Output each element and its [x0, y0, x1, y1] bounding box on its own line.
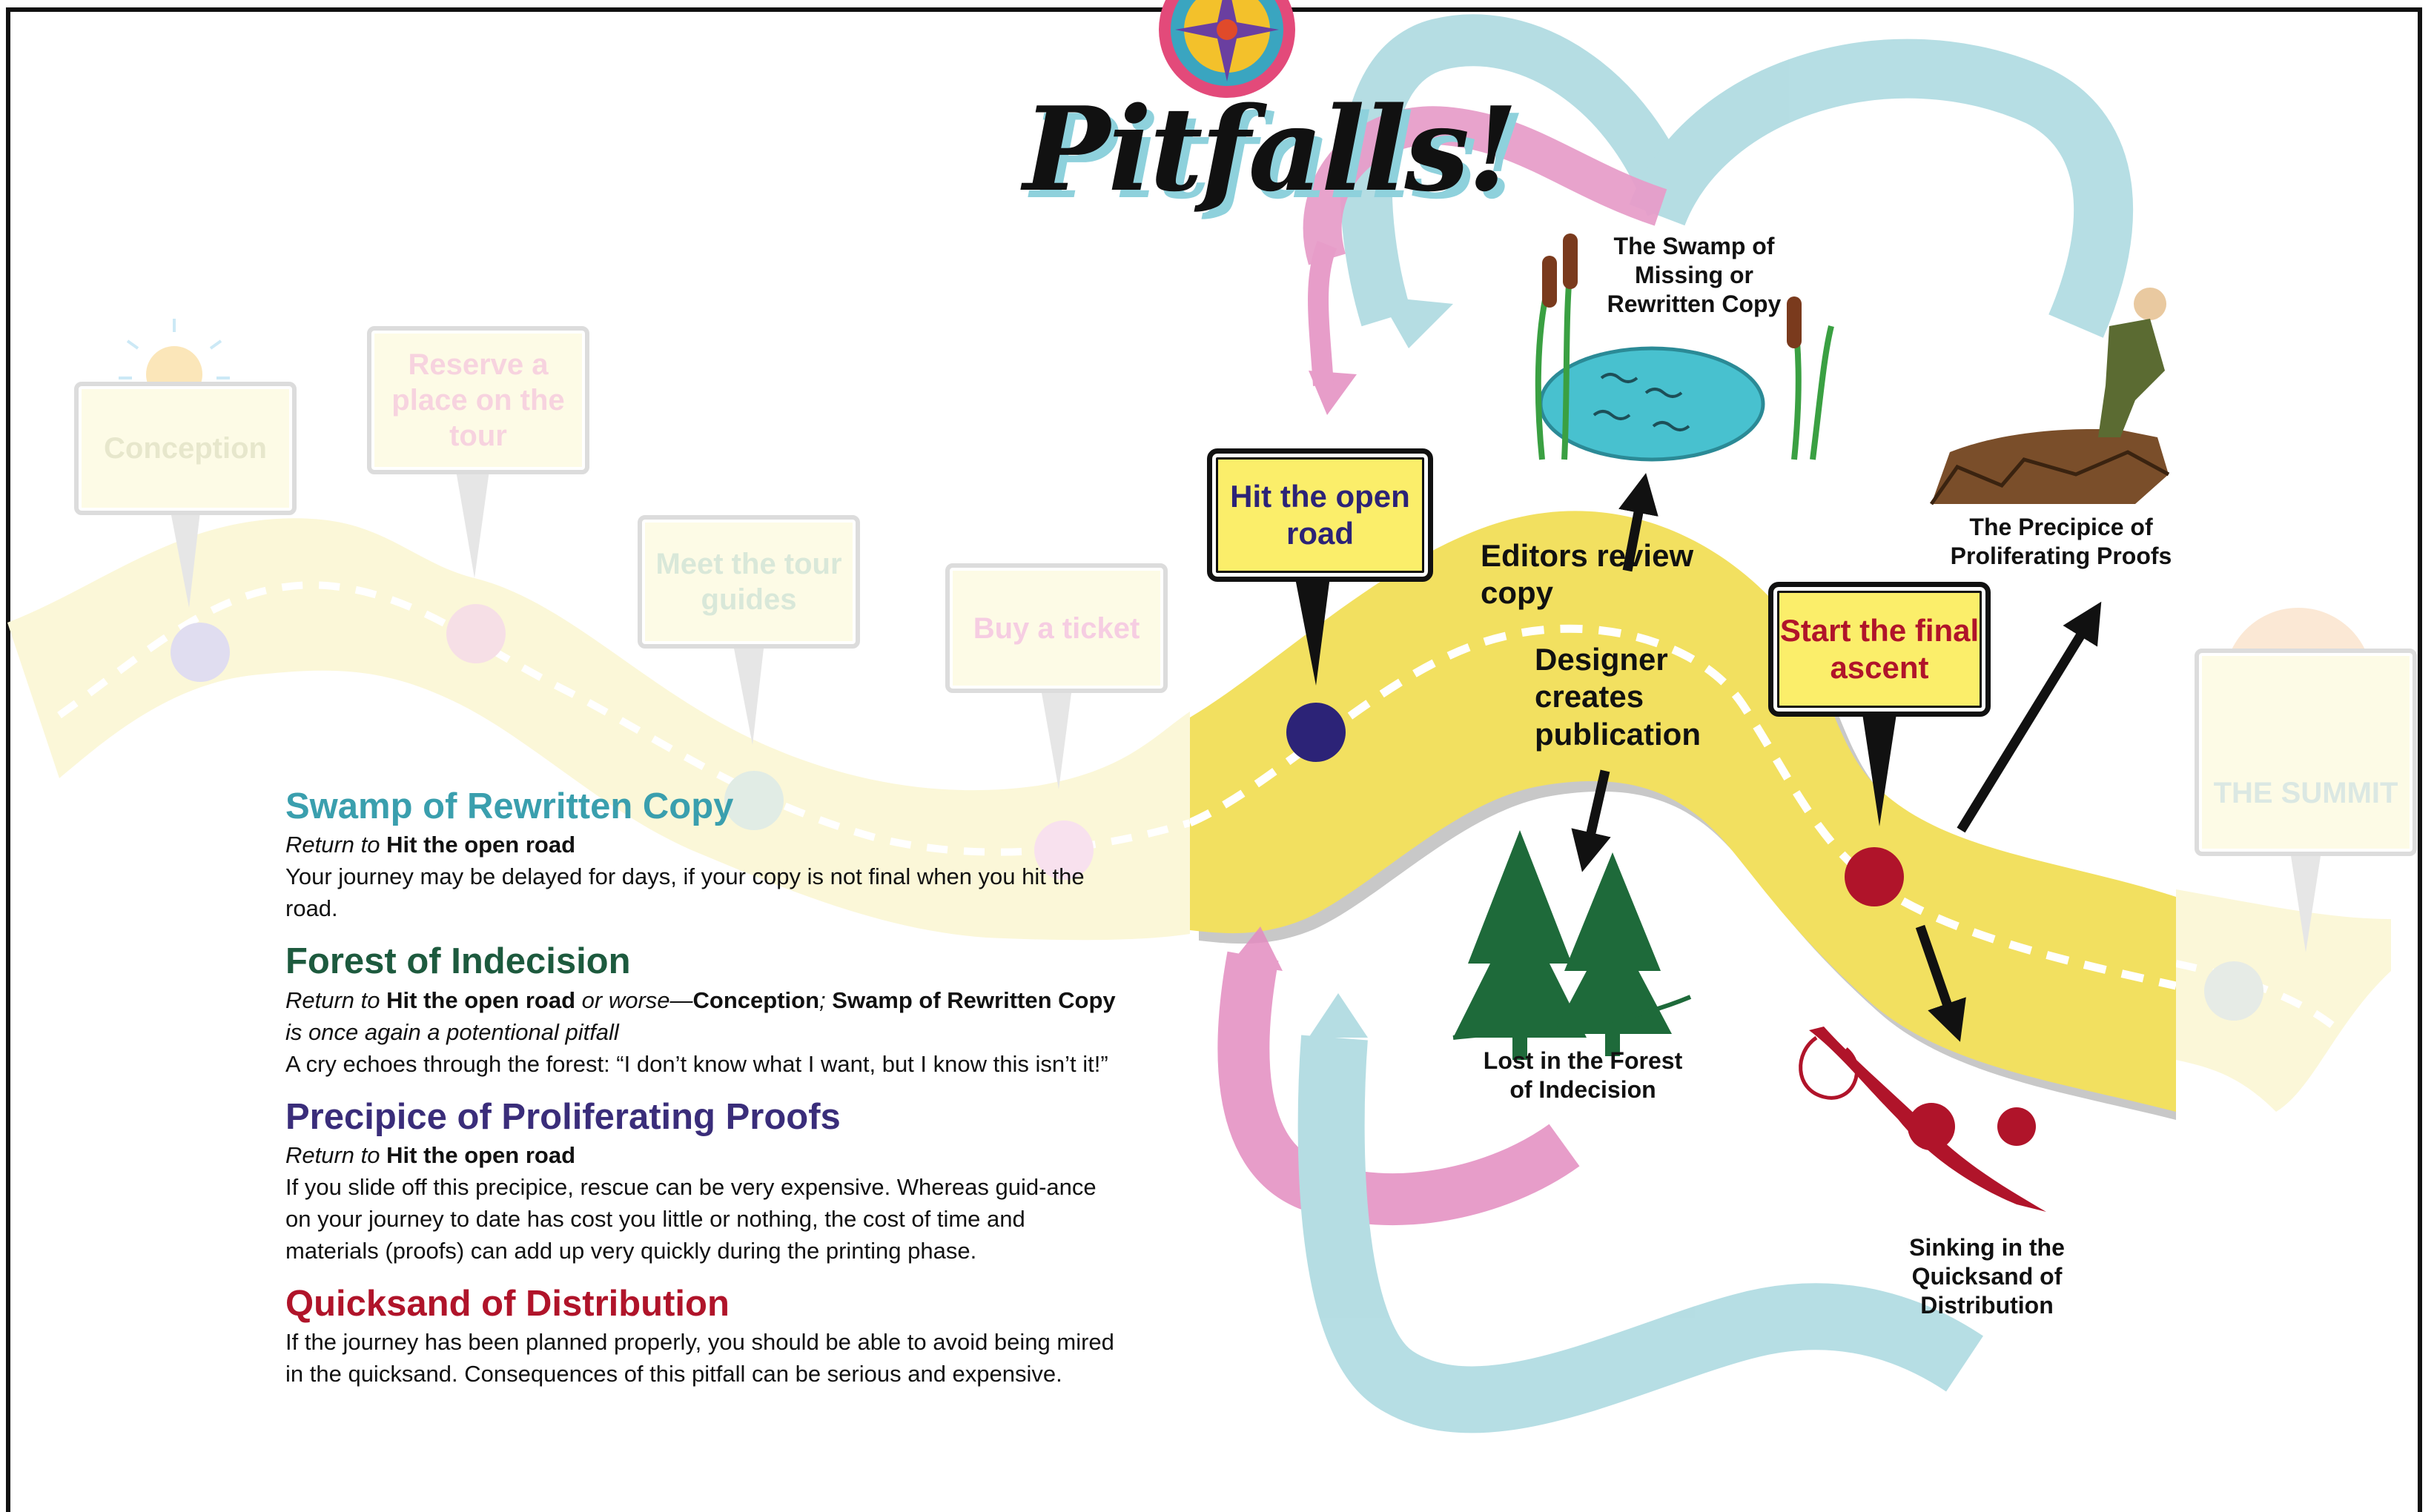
arrow-to-swamp	[1618, 473, 1659, 572]
ticket-dot	[1034, 820, 1094, 880]
arrow-to-precipice	[1957, 601, 2102, 833]
flow-arrows	[1571, 473, 2102, 1042]
sign-the-summit: THE SUMMIT	[2195, 649, 2417, 856]
reserve-dot	[446, 604, 506, 663]
label-swamp: The Swamp of Missing or Rewritten Copy	[1607, 233, 1782, 318]
step-editors-review: Editors review copy	[1481, 538, 1694, 611]
swamp-icon	[1535, 233, 1834, 462]
return-prefix: Return to	[285, 987, 380, 1013]
step-designer-creates: Designer creates publication	[1535, 642, 1701, 752]
legend-precipice: Precipice of Proliferating Proofs Return…	[285, 1096, 1123, 1267]
sign-meet-tour-guides: Meet the tour guides	[638, 515, 860, 649]
legend-swamp-body: Your journey may be delayed for days, if…	[285, 863, 1085, 922]
legend-quicksand-body: If the journey has been planned properly…	[285, 1329, 1114, 1387]
arrow-to-forest	[1571, 769, 1611, 872]
separator: ;	[819, 987, 826, 1013]
sign-reserve-a-place: Reserve a place on the tour	[367, 326, 589, 474]
return-prefix: Return to	[285, 1142, 380, 1169]
legend-swamp-title: Swamp of Rewritten Copy	[285, 786, 734, 826]
swirl-arrows	[1217, 14, 2134, 1433]
compass-icon	[1159, 0, 1295, 98]
label-forest: Lost in the Forest of Indecision	[1483, 1047, 1683, 1104]
legend-quicksand-title: Quicksand of Distribution	[285, 1284, 730, 1324]
legend-quicksand: Quicksand of Distribution If the journey…	[285, 1283, 1123, 1390]
arrow-to-quicksand	[1915, 924, 1966, 1042]
cliff-hiker-icon	[1929, 288, 2170, 505]
forest-icon	[1452, 830, 1692, 1060]
alt-conception: Conception	[692, 987, 820, 1013]
active-posts	[1286, 571, 1904, 906]
label-precipice: The Precipice of Proliferating Proofs	[1950, 514, 2172, 570]
return-prefix: Return to	[285, 832, 380, 858]
or-worse: or worse—	[581, 987, 693, 1013]
legend-forest-title: Forest of Indecision	[285, 941, 631, 982]
sign-conception: Conception	[74, 382, 297, 515]
return-target: Hit the open road	[386, 1142, 576, 1169]
sign-hit-the-open-road: Hit the open road	[1207, 448, 1433, 582]
faded-posts	[171, 471, 2321, 1021]
faded-road	[7, 518, 2391, 1112]
legend-forest-body: A cry echoes through the forest: “I don’…	[285, 1050, 1108, 1077]
sign-buy-a-ticket: Buy a ticket	[945, 563, 1168, 693]
alt-swamp: Swamp of Rewritten Copy	[832, 987, 1116, 1013]
legend-forest: Forest of Indecision Return to Hit the o…	[285, 941, 1123, 1079]
sign-start-final-ascent: Start the final ascent	[1768, 582, 1991, 717]
label-quicksand: Sinking in the Quicksand of Distribution	[1909, 1234, 2065, 1319]
pitfall-legend: Swamp of Rewritten Copy Return to Hit th…	[285, 786, 1123, 1406]
legend-precipice-body: If you slide off this precipice, rescue …	[285, 1174, 1097, 1264]
legend-swamp: Swamp of Rewritten Copy Return to Hit th…	[285, 786, 1123, 924]
return-target: Hit the open road	[386, 832, 576, 858]
sinking-traveler-icon	[1799, 1027, 2046, 1212]
conception-dot	[171, 623, 230, 682]
final-ascent-dot	[1845, 847, 1904, 906]
legend-precipice-title: Precipice of Proliferating Proofs	[285, 1096, 841, 1137]
open-road-dot	[1286, 703, 1346, 762]
pitfall-suffix: is once again a potentional pitfall	[285, 1018, 619, 1045]
page-title: Pitfalls!	[1023, 82, 1518, 217]
guides-dot	[724, 771, 784, 830]
summit-dot	[2204, 961, 2263, 1021]
return-target: Hit the open road	[386, 987, 576, 1013]
